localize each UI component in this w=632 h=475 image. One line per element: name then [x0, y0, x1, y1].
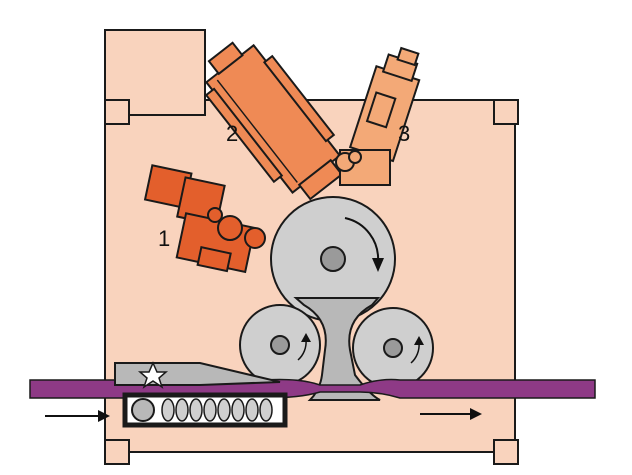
- unit-2: [204, 41, 344, 201]
- left-roller: [239, 304, 321, 386]
- corner-pad-bl: [104, 439, 130, 465]
- unit-3-label: 3: [398, 121, 410, 146]
- spring-ball: [131, 398, 155, 422]
- anvil-support: [293, 297, 381, 401]
- spring-coil: [161, 398, 273, 422]
- star-icon: [137, 361, 169, 389]
- unit-2-label: 2: [226, 121, 238, 146]
- corner-pad-tr: [493, 99, 519, 125]
- right-roller: [352, 307, 434, 389]
- unit-1: [143, 164, 266, 274]
- corner-pad-tl: [104, 99, 130, 125]
- corner-pad-br: [493, 439, 519, 465]
- unit-1-label: 1: [158, 226, 170, 251]
- arrow-right-icon: [45, 410, 110, 422]
- unit-3: [335, 46, 421, 186]
- arrow-right-icon: [420, 408, 482, 420]
- curved-arrow-icon: [344, 217, 380, 263]
